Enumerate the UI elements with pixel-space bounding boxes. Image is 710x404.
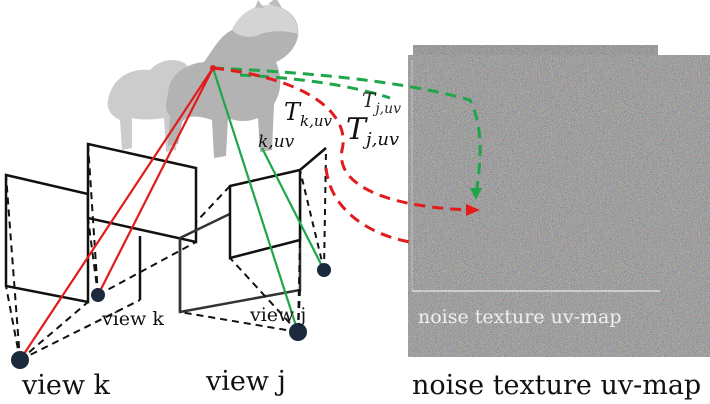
transform-k-uv-label: Tk,uv <box>284 98 333 130</box>
transform-k-uv-ghost-label: k,uv <box>258 132 295 152</box>
camera-center-j-near <box>317 263 331 277</box>
uv-map-front <box>408 55 710 357</box>
camera-centers <box>11 263 331 369</box>
view-j-caption: view j <box>206 366 286 397</box>
uvmap-caption: noise texture uv-map <box>412 370 702 401</box>
mesh-3d-model <box>166 0 299 158</box>
frustum-view-k <box>4 142 198 361</box>
uv-mapping-arrows <box>210 65 482 244</box>
rays-view-j <box>211 67 325 333</box>
camera-center-k-near <box>91 288 105 302</box>
transform-j-uv-ghost-label: Tj,uv <box>362 88 402 117</box>
view-j-inner-label: view j <box>250 304 307 326</box>
view-k-inner-label: view k <box>102 308 164 330</box>
camera-center-k-far <box>11 351 29 369</box>
transform-j-uv-label: Tj,uv <box>346 112 400 150</box>
view-k-caption: view k <box>22 370 110 401</box>
rays-view-k <box>19 67 214 361</box>
uvmap-inner-label: noise texture uv-map <box>418 306 622 328</box>
camera-center-j-far <box>289 323 307 341</box>
